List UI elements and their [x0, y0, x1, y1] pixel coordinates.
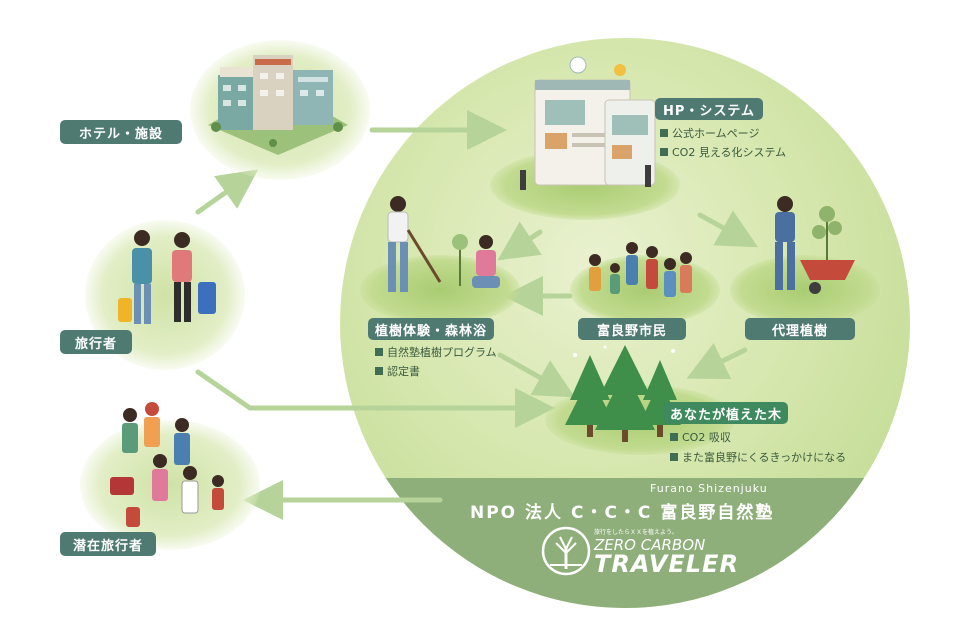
potential-travelers-illustration — [110, 402, 224, 527]
traveler-couple-illustration — [118, 230, 216, 324]
arrow-proxy-to-tree — [686, 343, 748, 379]
traveler-label: 旅行者 — [60, 330, 132, 354]
tree-planting-illustration — [387, 196, 500, 292]
arrow-hp-to-planting — [497, 221, 543, 261]
org-name: NPO 法人 C・C・C 富良野自然塾 — [470, 503, 775, 523]
tree-feature-1-text: CO2 吸収 — [682, 431, 731, 444]
citizens-label: 富良野市民 — [578, 318, 686, 340]
proxy-planting-illustration — [775, 196, 855, 294]
org-subtitle: Furano Shizenjuku — [650, 482, 768, 495]
proxy-planting-label: 代理植樹 — [745, 318, 855, 340]
planted-trees-illustration — [565, 345, 681, 442]
hp-feature-2: CO2 見える化システム — [660, 143, 786, 163]
bullet-square — [375, 348, 383, 356]
citizens-group-illustration — [589, 242, 692, 297]
hotel-label: ホテル・施設 — [60, 120, 182, 144]
bullet-square — [670, 433, 678, 441]
hp-feature-2-text: CO2 見える化システム — [672, 146, 787, 159]
logo-traveler: TRAVELER — [594, 550, 739, 578]
arrow-traveler-to-hotel — [195, 169, 259, 215]
planting-feature-2: 認定書 — [375, 362, 420, 382]
logo-tagline: 旅行をしたらＸＸを植えよう。 — [594, 529, 678, 536]
website-system-illustration — [520, 56, 656, 190]
planting-feature-1: 自然塾植樹プログラム — [375, 343, 497, 363]
logo-zero-carbon: ZERO CARBON — [594, 536, 706, 554]
zero-carbon-tree-logo-icon — [541, 526, 591, 576]
arrow-hp-to-proxy — [697, 210, 759, 248]
your-tree-label: あなたが植えた木 — [664, 402, 788, 424]
tree-feature-2: また富良野にくるきっかけになる — [670, 448, 846, 468]
tree-feature-2-text: また富良野にくるきっかけになる — [682, 451, 847, 464]
planting-feature-2-text: 認定書 — [387, 365, 420, 378]
bullet-square — [375, 367, 383, 375]
potential-traveler-label: 潜在旅行者 — [60, 532, 156, 556]
arrow-traveler-to-tree — [195, 369, 555, 428]
arrow-planting-to-tree — [497, 352, 576, 398]
hp-system-label: HP・システム — [655, 98, 763, 120]
planting-label: 植樹体験・森林浴 — [368, 318, 494, 340]
hp-feature-1: 公式ホームページ — [660, 124, 759, 144]
hp-feature-1-text: 公式ホームページ — [672, 127, 760, 140]
bullet-square — [670, 453, 678, 461]
planting-feature-1-text: 自然塾植樹プログラム — [387, 346, 497, 359]
bullet-square — [660, 148, 668, 156]
bullet-square — [660, 129, 668, 137]
tree-feature-1: CO2 吸収 — [670, 428, 731, 448]
hotel-building-illustration — [208, 55, 348, 155]
